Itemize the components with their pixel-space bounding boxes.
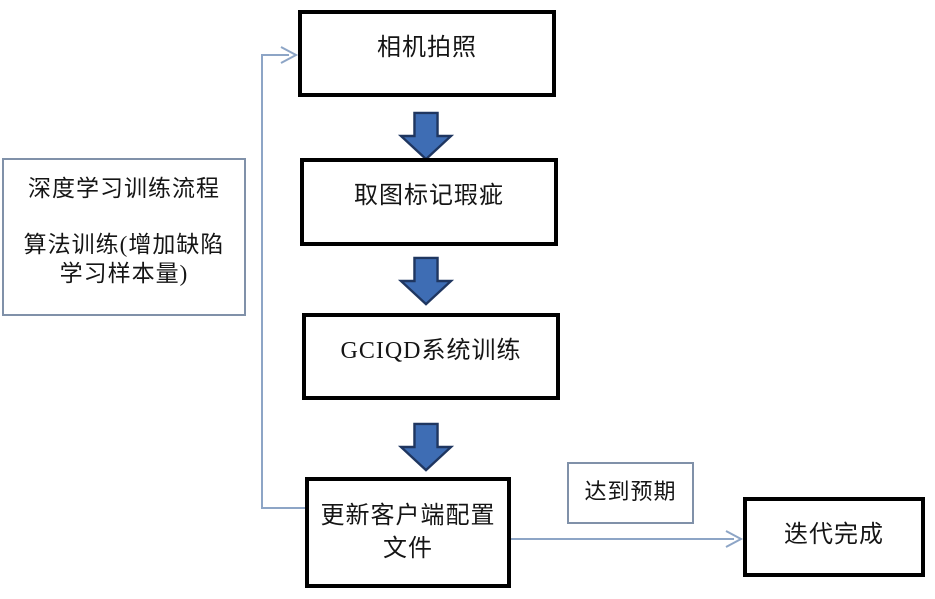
side-note-line2: 算法训练(增加缺陷 [23,231,225,257]
condition-expected-label: 达到预期 [584,479,677,504]
flow-box-mark-defects-label: 取图标记瑕疵 [354,183,504,209]
flow-box-camera-label: 相机拍照 [377,35,477,61]
side-note-line3: 学习样本量) [59,260,189,286]
feedback-arrowhead-icon [280,46,299,64]
down-block-arrow-3 [397,422,455,472]
feedback-connector-line [261,54,306,509]
done-arrowhead-icon [725,530,744,548]
side-note-gap [4,204,244,231]
flow-box-done-label: 迭代完成 [784,522,884,548]
down-block-arrow-1 [397,111,455,161]
flow-box-camera: 相机拍照 [298,10,556,97]
flow-box-done: 迭代完成 [743,497,925,577]
condition-expected-box: 达到预期 [567,462,694,524]
flow-box-update-config: 更新客户端配置 文件 [305,477,511,588]
down-block-arrow-2 [397,256,455,306]
flow-box-system-training-label: GCIQD系统训练 [340,338,522,364]
flow-box-update-config-line2: 文件 [383,535,433,562]
flow-box-update-config-line1: 更新客户端配置 [320,503,496,530]
flow-box-mark-defects: 取图标记瑕疵 [300,158,558,246]
side-note-box: 深度学习训练流程 算法训练(增加缺陷 学习样本量) [2,158,246,316]
side-note-line1: 深度学习训练流程 [28,176,220,201]
flow-box-system-training: GCIQD系统训练 [302,313,560,400]
